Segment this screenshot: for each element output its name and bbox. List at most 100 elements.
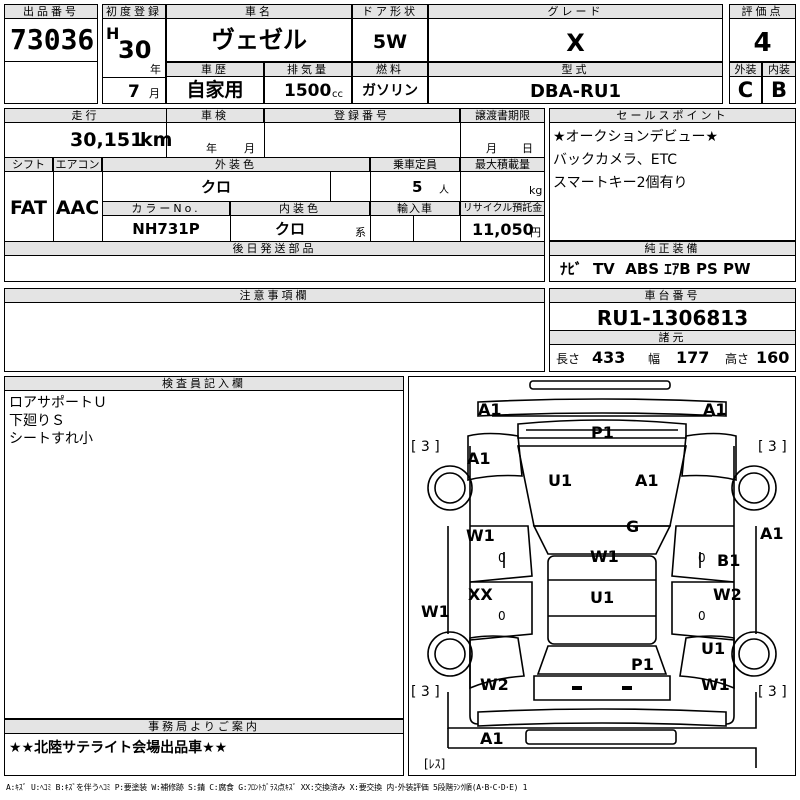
damage-mark: A1 bbox=[478, 400, 502, 419]
height-label: 高さ bbox=[725, 352, 750, 366]
inspector-box bbox=[4, 376, 404, 719]
damage-mark: XX bbox=[468, 585, 493, 604]
transfer-month: 月 bbox=[486, 142, 497, 155]
door-value: 5W bbox=[372, 31, 408, 53]
int-color-label: 内装色 bbox=[230, 201, 370, 216]
transfer-day: 日 bbox=[522, 142, 533, 155]
lot-number: 73036 bbox=[10, 23, 95, 56]
damage-mark: P1 bbox=[591, 423, 614, 442]
reg-no-label: 登録番号 bbox=[264, 108, 460, 123]
office-label: 事務局よりご案内 bbox=[4, 719, 404, 734]
era: H bbox=[106, 24, 120, 43]
damage-mark: A1 bbox=[703, 400, 727, 419]
lot-box bbox=[4, 4, 98, 104]
year-unit: 年 bbox=[150, 63, 161, 76]
later-parts-label: 後日発送部品 bbox=[4, 241, 545, 256]
sales-point-line: スマートキー2個有り bbox=[553, 175, 688, 191]
damage-mark: 0 bbox=[498, 609, 506, 623]
notes-label: 注意事項欄 bbox=[4, 288, 545, 303]
damage-mark: U1 bbox=[590, 588, 615, 607]
damage-mark: [ 3 ] bbox=[758, 684, 787, 700]
grade-label: グレード bbox=[428, 4, 723, 19]
recycle-unit: 円 bbox=[530, 226, 541, 239]
damage-mark: P1 bbox=[631, 655, 654, 674]
capacity-unit: 人 bbox=[439, 185, 449, 196]
first-reg-label: 初度登録 bbox=[102, 4, 166, 19]
int-color-value: クロ bbox=[274, 220, 305, 238]
damage-mark: W1 bbox=[590, 547, 619, 566]
shift-value: FAT bbox=[10, 197, 47, 219]
fuel-label: 燃料 bbox=[352, 62, 428, 77]
length-value: 433 bbox=[592, 348, 626, 367]
score-value: 4 bbox=[753, 28, 772, 58]
history-value: 自家用 bbox=[186, 79, 244, 101]
recycle-value: 11,050 bbox=[472, 220, 534, 239]
inspector-line: シートすれ小 bbox=[9, 431, 93, 447]
chassis-label: 車台番号 bbox=[549, 288, 796, 303]
damage-mark: G bbox=[626, 517, 640, 536]
legend: A:ｷｽﾞ U:ﾍｺﾐ B:ｷｽﾞを伴うﾍｺﾐ P:要塗装 W:補修跡 S:錆 … bbox=[6, 783, 528, 792]
chassis-number: RU1-1306813 bbox=[596, 306, 749, 330]
dims-label: 諸元 bbox=[549, 330, 796, 345]
damage-mark: A1 bbox=[635, 471, 659, 490]
inspection-year: 年 bbox=[206, 142, 217, 155]
grade-value: X bbox=[566, 29, 585, 57]
damage-mark: W1 bbox=[701, 675, 730, 694]
damage-mark: A1 bbox=[760, 524, 784, 543]
interior-value: B bbox=[770, 78, 787, 102]
month-unit: 月 bbox=[149, 87, 160, 100]
first-reg-box bbox=[102, 4, 166, 104]
damage-mark: W2 bbox=[713, 585, 742, 604]
inspection-month: 月 bbox=[244, 142, 255, 155]
score-label: 評価点 bbox=[729, 4, 796, 19]
sales-point-box bbox=[549, 108, 796, 241]
displacement-value: 1500 bbox=[284, 81, 332, 101]
damage-mark: 0 bbox=[698, 609, 706, 623]
import-label: 輸入車 bbox=[370, 201, 460, 216]
month-value: 7 bbox=[128, 82, 140, 102]
equipment-label: 純正装備 bbox=[549, 241, 796, 256]
sales-point-line: ★オークションデビュー★ bbox=[553, 129, 719, 145]
mileage-label: 走行 bbox=[4, 108, 167, 123]
lot-label: 出品番号 bbox=[4, 4, 98, 19]
length-label: 長さ bbox=[556, 352, 581, 366]
max-load-label: 最大積載量 bbox=[460, 157, 545, 172]
capacity-value: 5 bbox=[412, 178, 423, 196]
model-label: 型式 bbox=[428, 62, 723, 77]
aircon-label: エアコン bbox=[53, 157, 102, 172]
color-no-value: NH731P bbox=[132, 220, 200, 238]
capacity-label: 乗車定員 bbox=[370, 157, 460, 172]
car-name: ヴェゼル bbox=[211, 26, 307, 54]
width-label: 幅 bbox=[648, 352, 661, 366]
aircon-value: AAC bbox=[55, 197, 100, 219]
model-value: DBA-RU1 bbox=[529, 81, 622, 102]
int-color-unit: 系 bbox=[355, 226, 366, 239]
mileage-unit: km bbox=[140, 129, 173, 151]
damage-mark: 0 bbox=[498, 551, 506, 565]
damage-mark: A1 bbox=[467, 449, 491, 468]
damage-mark: [ 3 ] bbox=[411, 684, 440, 700]
fuel-value: ガソリン bbox=[362, 83, 418, 99]
sales-point-label: セールスポイント bbox=[549, 108, 796, 123]
damage-mark: W1 bbox=[421, 602, 450, 621]
car-diagram bbox=[427, 380, 777, 768]
damage-mark: U1 bbox=[548, 471, 573, 490]
office-text: ★★北陸サテライト会場出品車★★ bbox=[9, 740, 228, 756]
damage-mark: [ 3 ] bbox=[758, 439, 787, 455]
interior-label: 内装 bbox=[762, 62, 796, 77]
damage-mark: [ 3 ] bbox=[411, 439, 440, 455]
recycle-label: リサイクル預託金 bbox=[460, 201, 545, 216]
height-value: 160 bbox=[756, 348, 790, 367]
history-label: 車歴 bbox=[166, 62, 264, 77]
damage-mark: B1 bbox=[717, 551, 741, 570]
ext-color-value: クロ bbox=[200, 178, 231, 196]
car-name-label: 車名 bbox=[166, 4, 352, 19]
exterior-value: C bbox=[737, 78, 754, 102]
inspector-line: 下廻りＳ bbox=[9, 413, 65, 429]
res-label: [ﾚｽ] bbox=[424, 757, 446, 771]
damage-mark: A1 bbox=[480, 729, 504, 748]
color-no-label: カラーNo. bbox=[102, 201, 230, 216]
year-value: 30 bbox=[118, 36, 152, 64]
damage-mark: W1 bbox=[466, 526, 495, 545]
equipment-items: ﾅﾋﾞ TV ABS ｴｱB PS PW bbox=[560, 260, 751, 278]
